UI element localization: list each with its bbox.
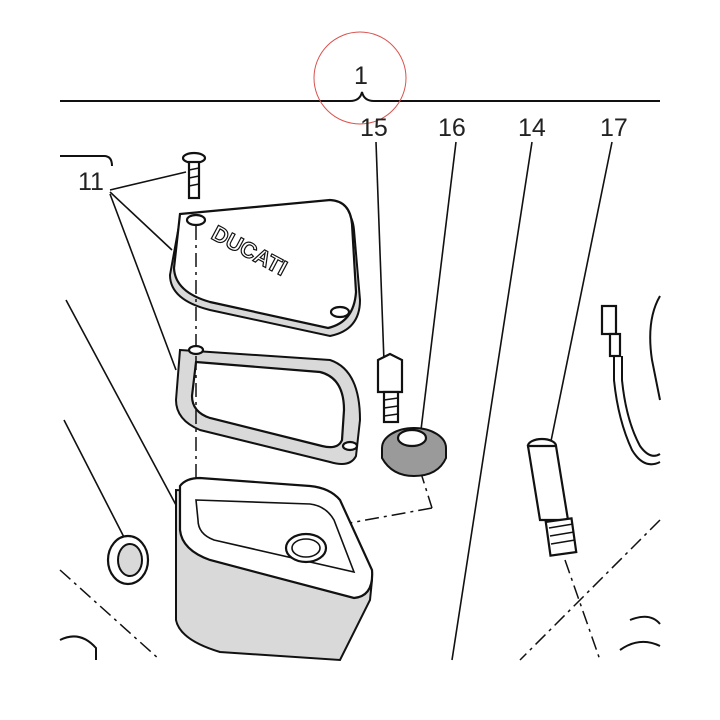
bolt-part-15 (376, 352, 404, 424)
assembly-bracket (60, 91, 660, 102)
gasket (174, 344, 362, 465)
wire-connector (600, 295, 661, 466)
highlight-circle (313, 31, 407, 125)
plug-part (106, 534, 150, 586)
leader-lines-parts (375, 141, 613, 661)
label-part-15: 15 (360, 114, 388, 142)
edge-hardware (59, 615, 661, 660)
stud-part-17 (526, 437, 578, 557)
label-screw-group-11: 11 (78, 168, 104, 196)
screw-part (181, 151, 207, 200)
cover-plate: DUCATI (168, 198, 362, 338)
label-part-14: 14 (518, 114, 546, 142)
label-part-17: 17 (600, 114, 628, 142)
leader-lines-11 (63, 171, 187, 546)
label-assembly-1: 1 (354, 62, 368, 90)
label-part-16: 16 (438, 114, 466, 142)
reservoir-body (175, 476, 374, 662)
grommet-part-16 (381, 427, 447, 478)
